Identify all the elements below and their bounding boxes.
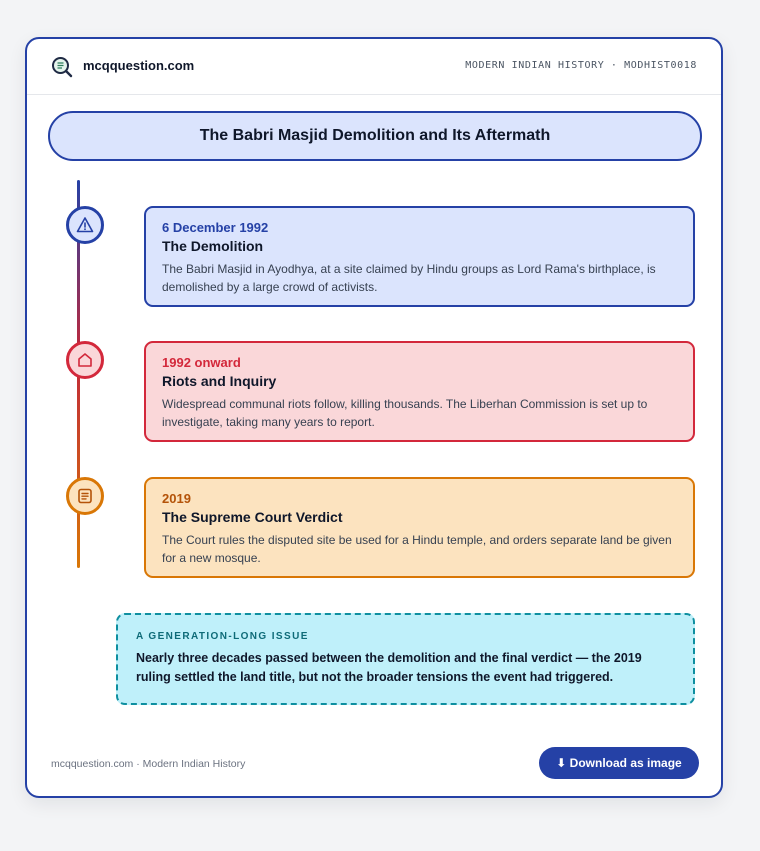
- event-description: The Babri Masjid in Ayodhya, at a site c…: [162, 262, 656, 294]
- warning-triangle-icon: [76, 217, 94, 233]
- event-description: The Court rules the disputed site be use…: [162, 533, 672, 565]
- card-header: mcqquestion.com MODERN INDIAN HISTORY · …: [27, 39, 721, 95]
- event-title: Riots and Inquiry: [162, 373, 277, 389]
- event-title: The Demolition: [162, 238, 264, 254]
- event-date: 6 December 1992: [162, 220, 269, 235]
- brand-name: mcqquestion.com: [83, 58, 195, 73]
- magnifier-document-icon: [52, 57, 73, 78]
- note-kicker: A GENERATION-LONG ISSUE: [136, 631, 309, 642]
- event-title: The Supreme Court Verdict: [162, 509, 343, 525]
- page-title: The Babri Masjid Demolition and Its Afte…: [199, 127, 551, 144]
- house-icon: [78, 353, 92, 367]
- note-body: Nearly three decades passed between the …: [136, 651, 642, 684]
- summary-note: A GENERATION-LONG ISSUE Nearly three dec…: [116, 613, 695, 705]
- event-description: Widespread communal riots follow, killin…: [162, 397, 648, 429]
- document-icon: [78, 488, 92, 504]
- download-image-button[interactable]: ⬇ Download as image: [539, 747, 699, 779]
- timeline-node-1: [66, 206, 104, 244]
- infographic-card: mcqquestion.com MODERN INDIAN HISTORY · …: [25, 37, 723, 798]
- timeline-node-3: [66, 477, 104, 515]
- footer-credit: mcqquestion.com · Modern Indian History: [51, 758, 246, 770]
- timeline-node-2: [66, 341, 104, 379]
- breadcrumb: MODERN INDIAN HISTORY · MODHIST0018: [465, 60, 697, 71]
- timeline-event-3: 2019 The Supreme Court Verdict The Court…: [144, 477, 695, 578]
- event-date: 2019: [162, 491, 191, 506]
- timeline-event-2: 1992 onward Riots and Inquiry Widespread…: [144, 341, 695, 442]
- timeline-event-1: 6 December 1992 The Demolition The Babri…: [144, 206, 695, 307]
- page-title-pill: The Babri Masjid Demolition and Its Afte…: [48, 111, 702, 161]
- event-date: 1992 onward: [162, 355, 241, 370]
